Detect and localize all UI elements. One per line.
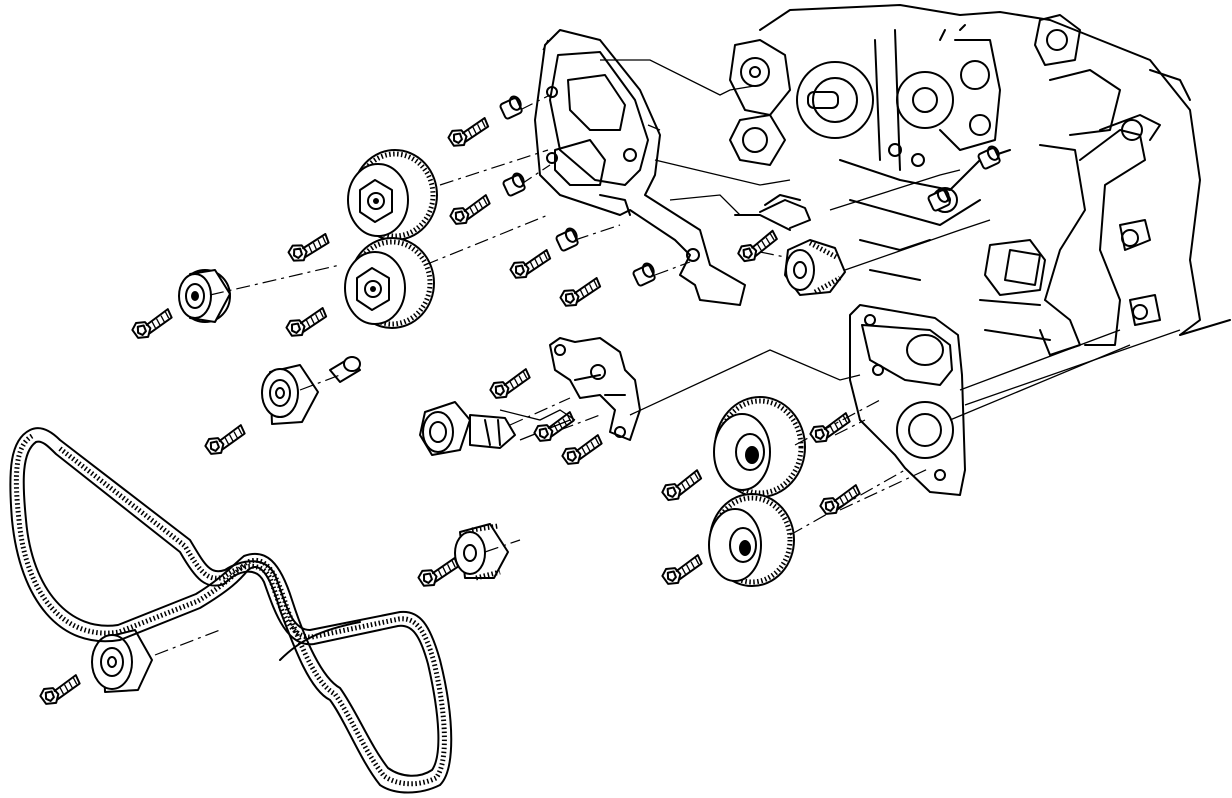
crankshaft-sprocket-lower xyxy=(708,493,795,587)
timing-belt xyxy=(9,427,453,794)
idler-pulley-3 xyxy=(91,629,153,693)
belt-cover-lower xyxy=(849,304,966,496)
alignment-lines xyxy=(154,59,1181,656)
tensioner-bracket xyxy=(549,337,641,441)
idler-pulley-toothed xyxy=(454,523,509,581)
engine-block xyxy=(729,4,1231,356)
camshaft-sprocket-upper xyxy=(347,149,438,241)
crankshaft-sprocket-upper xyxy=(713,396,806,498)
tensioner-pulley-assembly xyxy=(419,401,516,456)
auto-tensioner xyxy=(734,194,846,296)
belt-cover-back-plate xyxy=(534,29,746,306)
camshaft-sprocket-lower xyxy=(344,237,435,329)
idler-pulley-1 xyxy=(178,269,231,323)
stud-spacer xyxy=(329,356,361,383)
idler-pulley-2 xyxy=(261,364,319,425)
